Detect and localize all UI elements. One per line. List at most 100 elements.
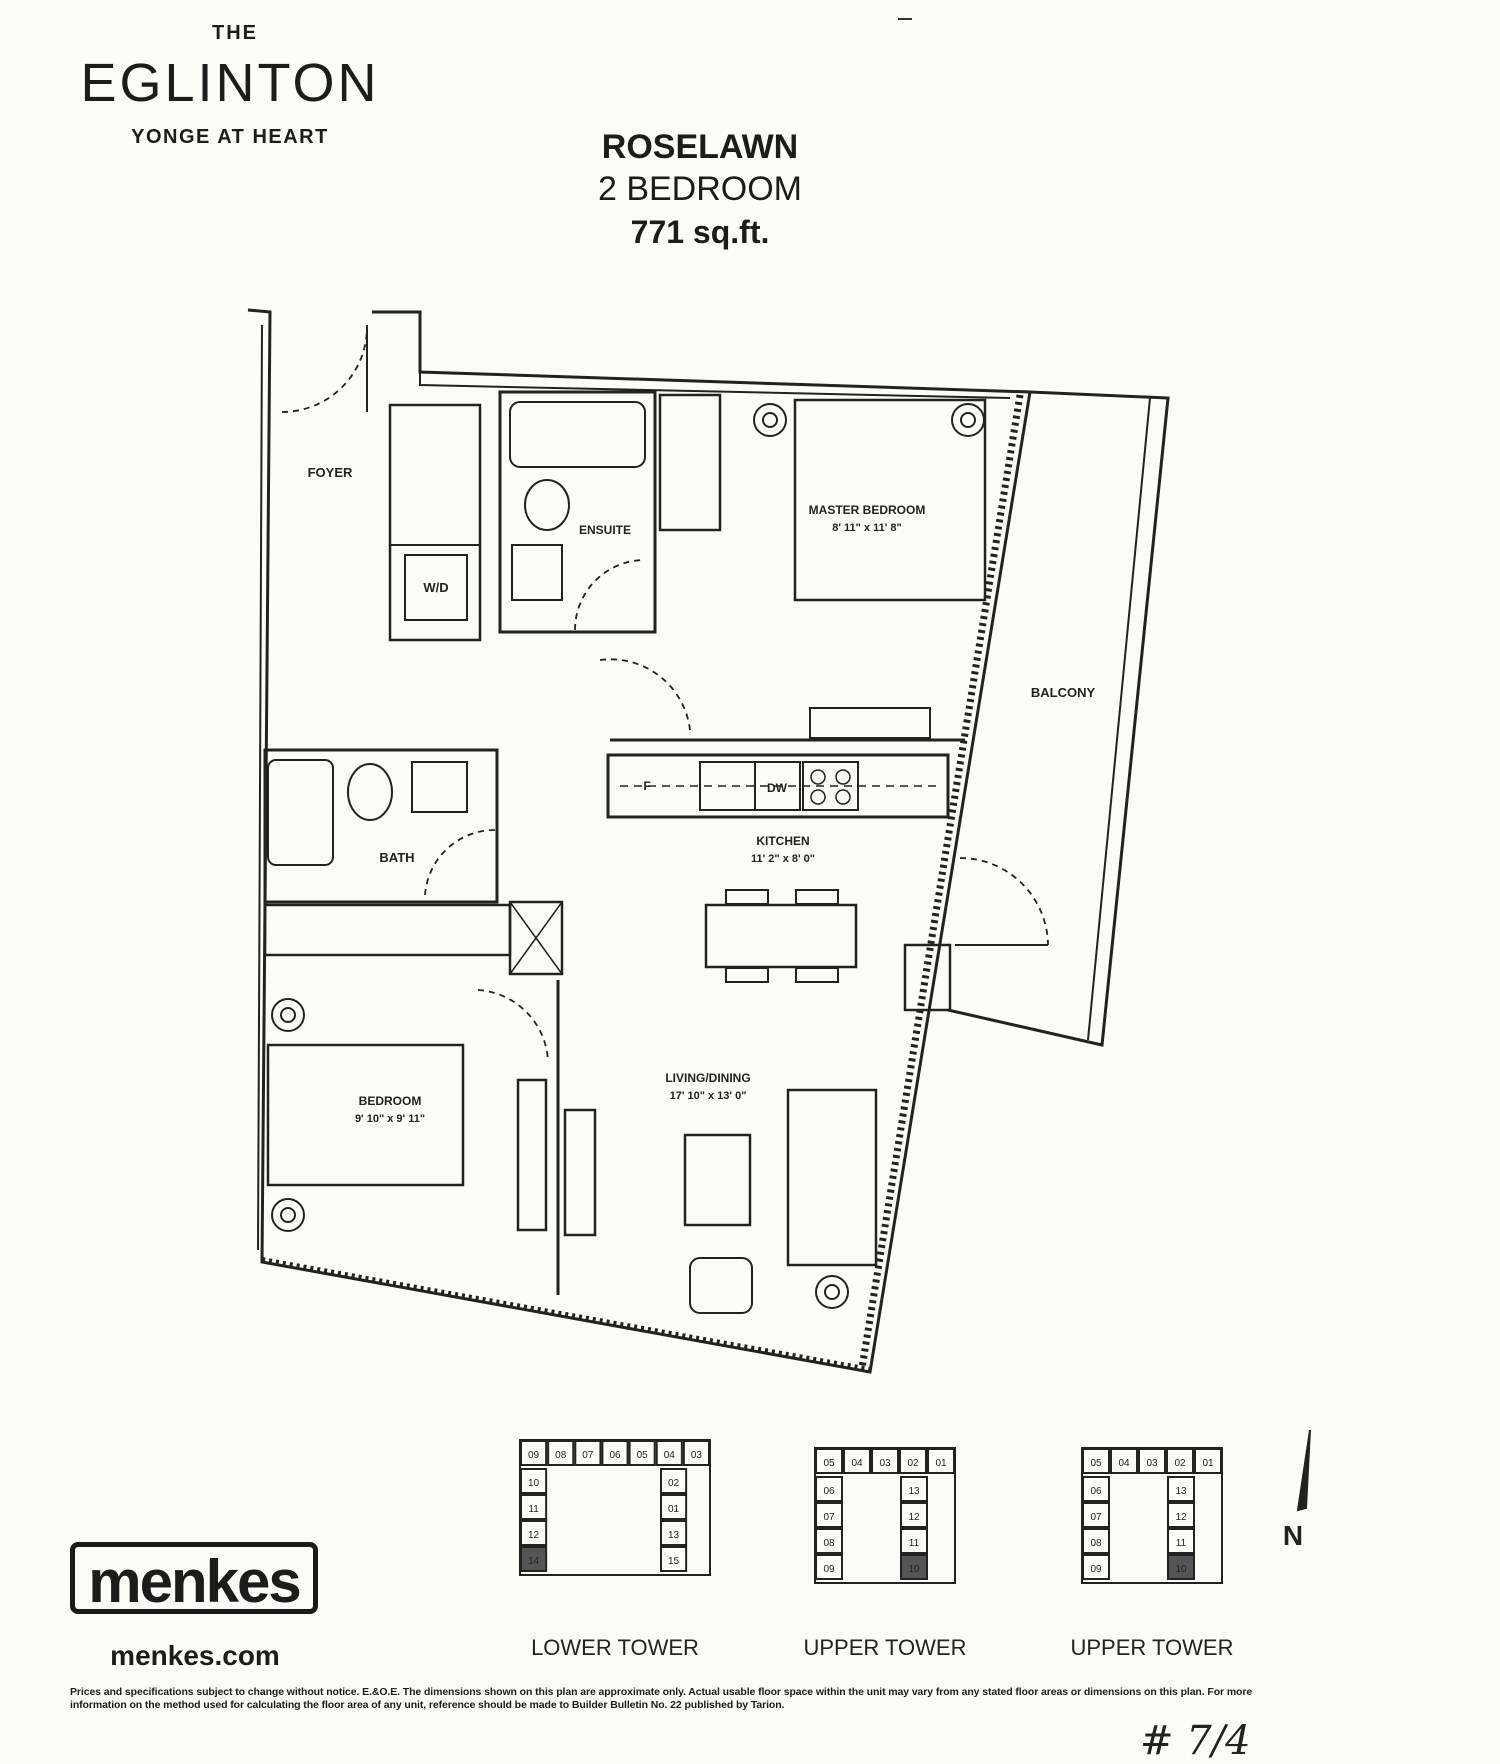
brand-tagline: YONGE AT HEART — [131, 126, 329, 148]
key-plan-unit-number: 12 — [528, 1530, 540, 1541]
balcony-door-swing — [959, 857, 1049, 946]
handwritten-note: # 7/4 — [1140, 1718, 1251, 1764]
entry-door-swing — [281, 326, 368, 413]
nightstand-right — [951, 403, 985, 437]
unit-type: 2 BEDROOM — [597, 170, 803, 208]
key-plan-unit-number: 01 — [668, 1504, 680, 1515]
key-plan-unit — [927, 1448, 955, 1474]
master-closet — [658, 393, 722, 532]
exterior-wall — [247, 308, 1032, 1374]
key-plan-unit — [900, 1476, 928, 1502]
key-plan-unit-number: 09 — [823, 1564, 835, 1575]
key-plan-unit-number: 09 — [528, 1450, 540, 1461]
key-plan-unit — [660, 1546, 688, 1572]
key-plan-unit-number: 03 — [691, 1450, 703, 1461]
lamp — [815, 1275, 849, 1309]
label-bedroom: BEDROOM — [359, 1094, 422, 1108]
kitchen-counter — [606, 753, 950, 819]
key-plan-unit-number: 09 — [1090, 1564, 1102, 1575]
balcony-door-frame — [903, 943, 952, 1012]
key-plan-unit — [1167, 1554, 1195, 1580]
window-wall-bottom — [261, 1257, 871, 1373]
key-plan-unit — [1167, 1528, 1195, 1554]
bedroom-door-swing — [477, 989, 549, 1061]
label-bath: BATH — [379, 850, 414, 865]
key-plan-unit — [660, 1468, 688, 1494]
ensuite-toilet — [524, 479, 570, 531]
balcony-outline — [947, 390, 1170, 1047]
key-plan-unit — [628, 1440, 656, 1466]
label-ensuite: ENSUITE — [579, 523, 631, 537]
exterior-wall-inner — [257, 324, 1011, 1251]
key-plan-unit — [815, 1554, 843, 1580]
key-plan-unit-number: 05 — [1090, 1458, 1102, 1469]
stray-mark — [898, 18, 912, 20]
key-plan-unit-number: 07 — [823, 1512, 835, 1523]
bath-walls — [263, 748, 499, 904]
label-kitchen-dims: 11' 2" x 8' 0" — [751, 853, 815, 865]
unit-name: ROSELAWN — [601, 128, 799, 166]
key-plan-unit-number: 02 — [907, 1458, 919, 1469]
key-plan-unit-number: 10 — [1175, 1564, 1187, 1575]
key-plan-unit — [815, 1502, 843, 1528]
key-plan-unit — [1167, 1502, 1195, 1528]
bedroom-bed — [266, 1043, 465, 1187]
hall-closet — [263, 903, 512, 957]
key-plan-unit — [1082, 1554, 1110, 1580]
key-plan-unit — [574, 1440, 602, 1466]
key-plan-unit — [815, 1528, 843, 1554]
key-plan-unit — [520, 1520, 548, 1546]
disclaimer: Prices and specifications subject to cha… — [70, 1686, 1253, 1711]
key-plan-unit — [520, 1468, 548, 1494]
label-fridge: F — [643, 779, 650, 793]
key-plan-unit-number: 15 — [668, 1556, 680, 1567]
key-plan-unit-number: 13 — [1175, 1486, 1187, 1497]
living-storage — [563, 1108, 597, 1237]
key-plan-unit — [900, 1502, 928, 1528]
washer-dryer-unit — [404, 554, 468, 621]
key-plan-unit-number: 01 — [935, 1458, 947, 1469]
bedroom-closet — [516, 1078, 548, 1232]
dishwasher — [754, 761, 801, 811]
key-plan-unit-number: 04 — [851, 1458, 863, 1469]
key-plan-unit — [1082, 1502, 1110, 1528]
bedroom-nightstand-bottom — [271, 1198, 305, 1232]
key-plan-unit — [815, 1476, 843, 1502]
developer-url[interactable]: menkes.com — [110, 1640, 280, 1671]
key-plan-unit — [1194, 1448, 1222, 1474]
key-plan-unit — [660, 1494, 688, 1520]
key-plan-unit — [660, 1520, 688, 1546]
key-plan-unit-number: 06 — [1090, 1486, 1102, 1497]
key-plan-unit — [601, 1440, 629, 1466]
key-plan-unit — [682, 1440, 710, 1466]
key-plan-unit — [899, 1448, 927, 1474]
key-plan-unit-number: 02 — [668, 1478, 680, 1489]
bath-sink — [411, 761, 468, 813]
master-door-swing — [599, 658, 691, 731]
sofa — [786, 1088, 878, 1267]
key-plan-label: UPPER TOWER — [804, 1635, 967, 1660]
menkes-logo: menkes — [70, 1542, 318, 1615]
label-washer-dryer: W/D — [423, 580, 448, 595]
coffee-table — [683, 1133, 752, 1227]
key-plan-unit — [520, 1440, 548, 1466]
key-plan-unit-number: 11 — [1176, 1538, 1187, 1549]
label-dishwasher: DW — [767, 781, 788, 795]
key-plan-unit-number: 02 — [1174, 1458, 1186, 1469]
master-bed — [793, 398, 987, 602]
armchair — [689, 1257, 753, 1314]
key-plan-label: UPPER TOWER — [1071, 1635, 1234, 1660]
key-plan-unit-number: 08 — [823, 1538, 835, 1549]
kitchen-island — [704, 903, 858, 969]
label-master-bedroom-dims: 8' 11" x 11' 8" — [832, 522, 902, 534]
key-plan-unit — [843, 1448, 871, 1474]
bath-toilet — [347, 763, 393, 821]
key-plan-unit-number: 05 — [637, 1450, 649, 1461]
brand-logo-name: EGLINTON — [80, 53, 380, 113]
key-plan-unit — [1166, 1448, 1194, 1474]
key-plan-unit-number: 07 — [582, 1450, 594, 1461]
hall-duct — [508, 900, 564, 976]
master-dresser — [809, 707, 931, 739]
key-plan-unit — [1167, 1476, 1195, 1502]
